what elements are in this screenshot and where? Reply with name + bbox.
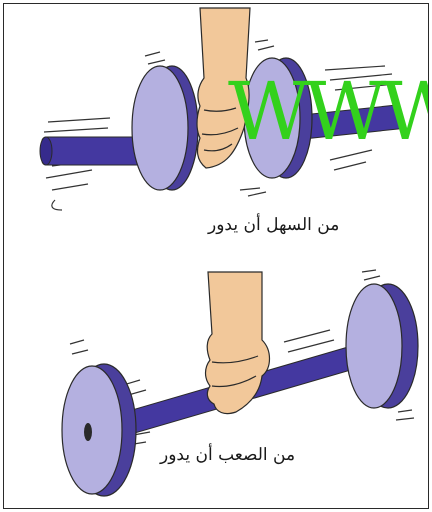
watermark-text: WWW — [228, 72, 428, 152]
caption-easy-to-rotate: من السهل أن يدور — [208, 215, 339, 235]
caption-hard-to-rotate: من الصعب أن يدور — [160, 445, 295, 465]
right-disk — [346, 284, 418, 408]
left-disk — [132, 66, 198, 190]
left-disk — [62, 364, 136, 496]
